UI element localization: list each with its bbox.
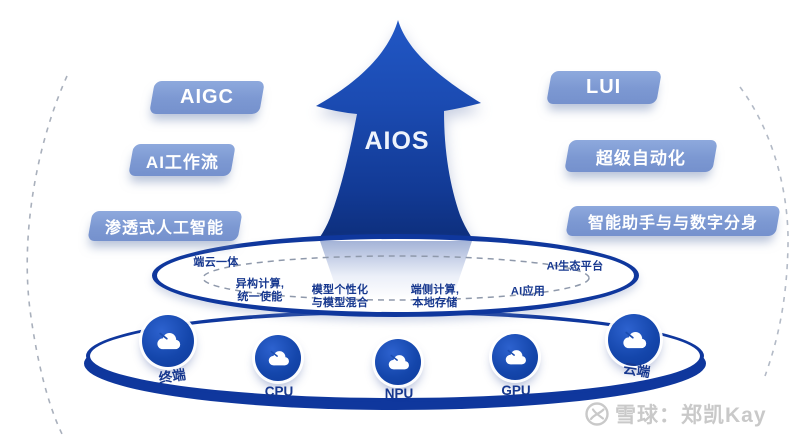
cloud-icon: [157, 332, 181, 350]
ring-label-heterogeneous-compute: 异构计算, 统一使能: [235, 277, 285, 303]
watermark: 雪球：郑凯Kay: [584, 399, 767, 429]
node-label-gpu: GPU: [501, 383, 531, 398]
pill-pervasive-ai-label: 渗透式人工智能: [105, 220, 225, 237]
ring-label-ai-ecosystem: AI生态平台: [546, 260, 604, 273]
pill-assistant-digital-twin-label: 智能助手与与数字分身: [587, 215, 758, 232]
pill-ai-workflow: AI工作流: [128, 144, 236, 176]
arrow-title: AIOS: [364, 127, 430, 155]
node-label-terminal: 终端: [157, 366, 187, 387]
node-terminal: [142, 315, 194, 367]
node-cpu: [255, 335, 301, 381]
pill-hyperautomation-label: 超级自动化: [596, 148, 686, 168]
ring-label-ai-apps: AI应用: [510, 285, 546, 298]
watermark-text: 雪球：郑凯Kay: [615, 404, 767, 427]
node-label-cpu: CPU: [264, 384, 294, 399]
cloud-icon: [388, 354, 409, 370]
ring-label-cloud-device-unity: 端云一体: [193, 256, 239, 269]
node-npu: [375, 339, 421, 385]
node-gpu: [492, 334, 538, 380]
snowball-logo-icon: [585, 402, 609, 426]
pill-aigc: AIGC: [149, 81, 265, 114]
pill-lui: LUI: [546, 71, 662, 104]
node-label-npu: NPU: [384, 386, 414, 401]
cloud-icon: [505, 349, 526, 365]
node-label-cloud: 云端: [622, 360, 652, 381]
pill-ai-workflow-label: AI工作流: [145, 152, 219, 172]
pill-aigc-label: AIGC: [180, 86, 234, 108]
cloud-icon: [623, 331, 647, 349]
cloud-icon: [268, 350, 289, 366]
ring-label-edge-compute-local-storage: 端侧计算, 本地存储: [410, 283, 460, 309]
pill-assistant-digital-twin: 智能助手与与数字分身: [565, 206, 781, 236]
pill-lui-label: LUI: [586, 76, 622, 98]
pill-pervasive-ai: 渗透式人工智能: [87, 211, 243, 241]
ring-label-model-personalization: 模型个性化 与模型混合: [311, 283, 369, 309]
node-cloud: [608, 314, 660, 366]
pill-hyperautomation: 超级自动化: [564, 140, 718, 172]
